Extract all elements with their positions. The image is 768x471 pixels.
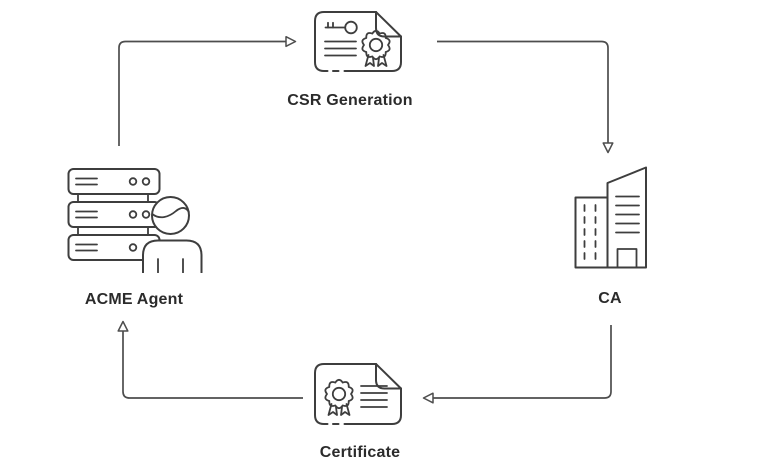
door-icon [616, 248, 638, 268]
node-label-acme-agent: ACME Agent [84, 291, 184, 308]
key-icon [324, 20, 358, 35]
arrow-ca-to-certificate [422, 325, 612, 404]
arrow-acme-agent-to-csr-generation [118, 35, 297, 146]
node-label-certificate: Certificate [319, 444, 401, 461]
node-label-ca: CA [598, 290, 622, 307]
server-rack-user-icon [67, 168, 203, 273]
seal-icon [361, 29, 391, 67]
arrow-csr-generation-to-ca [437, 40, 614, 154]
csr-document-icon [314, 11, 402, 72]
ca-building-icon [574, 166, 647, 269]
node-label-csr-generation: CSR Generation [287, 92, 413, 109]
arrow-certificate-to-acme-agent [117, 320, 303, 399]
certificate-document-icon [314, 363, 402, 425]
seal-icon [324, 378, 354, 416]
user-icon [142, 196, 203, 273]
